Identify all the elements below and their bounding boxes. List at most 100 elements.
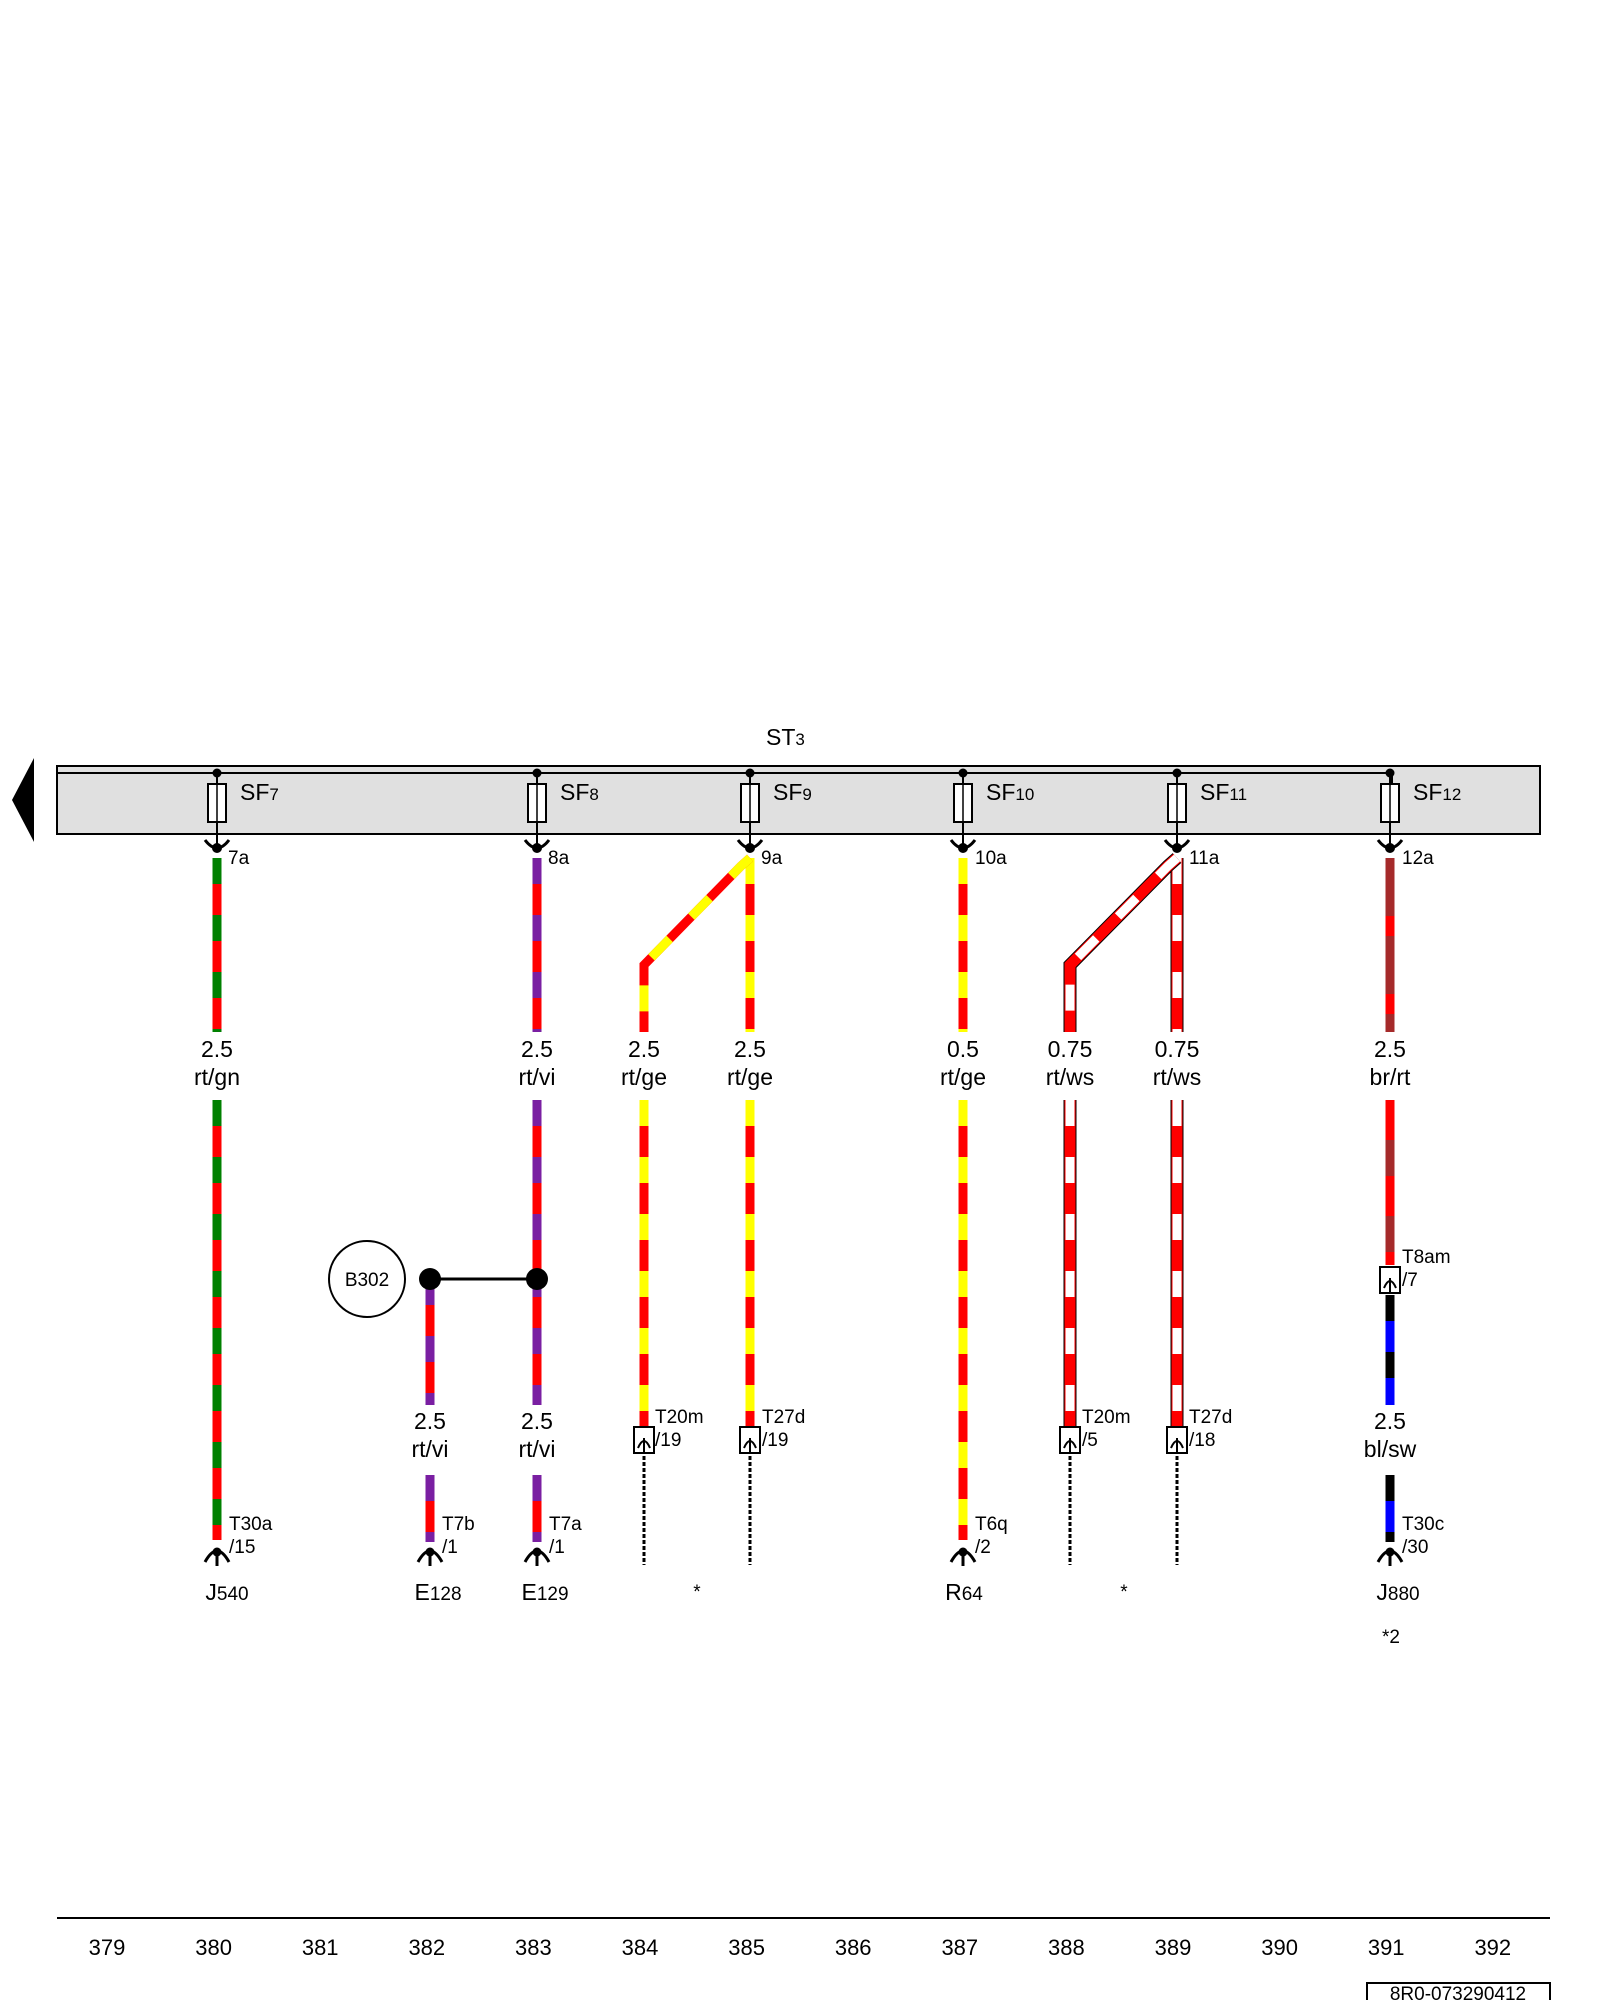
previous-page-arrow-icon[interactable] <box>12 758 34 842</box>
wire-label-color: rt/vi <box>518 1436 555 1462</box>
wire-label-color: rt/ge <box>727 1064 773 1090</box>
terminal-dot <box>1385 843 1395 853</box>
connector-name: T7a <box>549 1514 582 1535</box>
connector-pin: /18 <box>1189 1430 1215 1451</box>
connector-name: T30c <box>1402 1514 1444 1535</box>
wire-label-size: 2.5 <box>1374 1408 1406 1434</box>
connector-pin: /1 <box>549 1537 565 1558</box>
fuse-labels: SF7 SF8 SF9 SF10 SF11 SF12 <box>240 779 1461 805</box>
grid-number: 388 <box>1048 1935 1085 1960</box>
fuse-label: SF10 <box>986 779 1034 805</box>
connector-pin: /19 <box>762 1430 788 1451</box>
wire-label-size: 0.75 <box>1048 1036 1093 1062</box>
terminal-icon <box>1376 839 1404 853</box>
wire-stripe <box>639 854 753 1032</box>
terminal-dot <box>532 1547 542 1557</box>
footnote: *2 <box>1382 1627 1400 1648</box>
connector-name: T27d <box>1189 1407 1232 1428</box>
wire-stripe <box>1065 854 1180 1032</box>
connector-pin: /5 <box>1082 1430 1098 1451</box>
wire-label-size: 2.5 <box>201 1036 233 1062</box>
fuses-layer <box>207 768 1400 850</box>
connector-labels: T30a /15 T7b /1 T7a /1 T20m /19 T27d /19… <box>229 1247 1451 1558</box>
grid-number: 390 <box>1261 1935 1298 1960</box>
fuse-label: SF9 <box>773 779 812 805</box>
wire-label-color: br/rt <box>1370 1064 1412 1090</box>
grid-number: 386 <box>835 1935 872 1960</box>
grid-number: 383 <box>515 1935 552 1960</box>
fuse-node <box>532 768 542 778</box>
connector-name: T7b <box>442 1514 475 1535</box>
fuse-node <box>745 768 755 778</box>
wires-layer <box>212 853 1395 1565</box>
component-label: J540 <box>205 1579 248 1605</box>
doc-id-box <box>1366 1982 1551 2000</box>
terminal-icon <box>203 1547 231 1566</box>
connector-name: T20m <box>655 1407 704 1428</box>
wire-label-size: 2.5 <box>521 1408 553 1434</box>
plug-connector-icon <box>1166 1426 1188 1454</box>
connector-name: T6q <box>975 1514 1008 1535</box>
terminal-dot <box>425 1547 435 1557</box>
wire-label-size: 2.5 <box>414 1408 446 1434</box>
splice-label: B302 <box>345 1270 389 1291</box>
fuse-pin-label: 7a <box>228 848 250 869</box>
grid-number: 382 <box>408 1935 445 1960</box>
fuse-node <box>958 768 968 778</box>
fuse-node <box>1172 768 1182 778</box>
fuse-node <box>1385 768 1395 778</box>
doc-id: 8R0-073290412 <box>1390 1984 1526 2000</box>
grid-number: 387 <box>941 1935 978 1960</box>
component-label: E128 <box>414 1579 461 1605</box>
grid-number: 379 <box>89 1935 126 1960</box>
wire-label-color: rt/ge <box>940 1064 986 1090</box>
terminal-icon <box>736 839 764 853</box>
grid-number: 391 <box>1368 1935 1405 1960</box>
plug-connector-icon <box>1059 1426 1081 1454</box>
fuse-pin-label: 12a <box>1402 848 1434 869</box>
grid-number: 392 <box>1474 1935 1511 1960</box>
wire-label-color: rt/vi <box>411 1436 448 1462</box>
terminal-icon <box>523 1547 551 1566</box>
connector-pin: /2 <box>975 1537 991 1558</box>
terminal-icon <box>523 839 551 853</box>
terminal-dot <box>958 1547 968 1557</box>
wire-label-size: 2.5 <box>521 1036 553 1062</box>
wire-label-size: 2.5 <box>1374 1036 1406 1062</box>
fuse-pin-label: 11a <box>1189 848 1220 869</box>
wire-label-color: rt/ge <box>621 1064 667 1090</box>
fuse-pin-label: 9a <box>761 848 783 869</box>
wire-labels: 2.5 rt/gn 2.5 rt/vi 2.5 rt/ge 2.5 rt/ge … <box>194 1036 1417 1462</box>
splice-circle <box>328 1240 406 1318</box>
connector-pin: /1 <box>442 1537 458 1558</box>
grid-number: 381 <box>302 1935 339 1960</box>
fuse-node <box>212 768 222 778</box>
overlay-layer <box>203 839 1404 1566</box>
grid-number: 389 <box>1155 1935 1192 1960</box>
plug-connector-icon <box>633 1426 655 1454</box>
terminal-dot <box>1385 1547 1395 1557</box>
grid-number: 384 <box>622 1935 659 1960</box>
fuse-pin-label: 8a <box>548 848 570 869</box>
wire-label-size: 2.5 <box>734 1036 766 1062</box>
fuse-pin-labels: 7a 8a 9a 10a 11a 12a <box>228 848 1434 869</box>
wire-label-color: rt/ws <box>1153 1064 1202 1090</box>
wire-label-color: rt/gn <box>194 1064 240 1090</box>
splice-node <box>419 1268 441 1290</box>
wire-label-size: 0.75 <box>1155 1036 1200 1062</box>
terminal-dot <box>958 843 968 853</box>
terminal-dot <box>212 1547 222 1557</box>
terminal-icon <box>416 1547 444 1566</box>
bus-label: ST3 <box>766 724 805 750</box>
bus-bar <box>56 765 1541 835</box>
fuse-label: SF8 <box>560 779 599 805</box>
component-label: * <box>1120 1582 1128 1603</box>
connector-pin: /30 <box>1402 1537 1428 1558</box>
wire-label-color: bl/sw <box>1364 1436 1417 1462</box>
terminal-dot <box>212 843 222 853</box>
connector-name: T20m <box>1082 1407 1131 1428</box>
splice-node <box>526 1268 548 1290</box>
fuse-pin-label: 10a <box>975 848 1007 869</box>
connector-name: T27d <box>762 1407 805 1428</box>
